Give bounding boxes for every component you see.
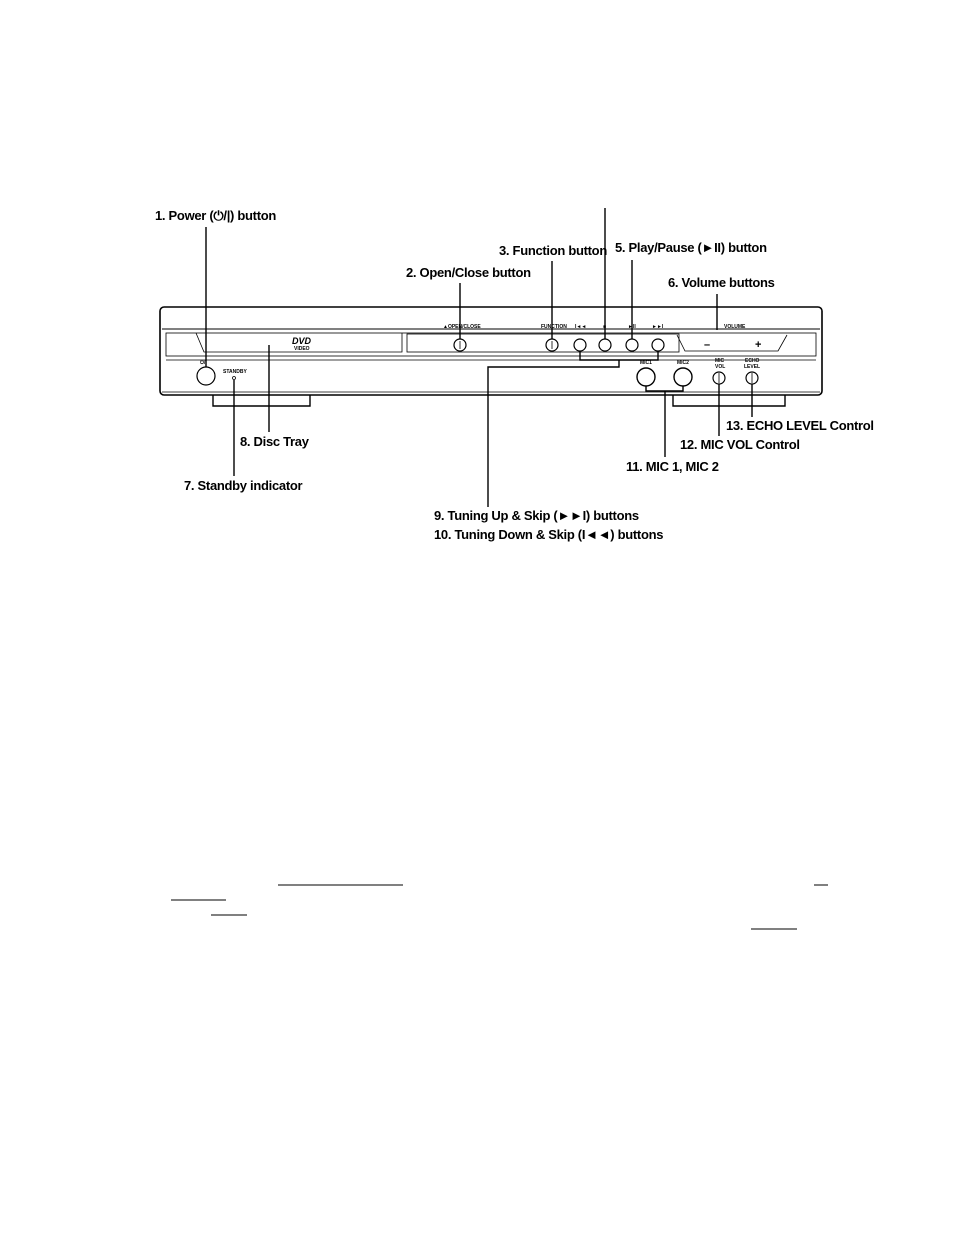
volume-section xyxy=(676,334,788,352)
echo-label-top: ECHO xyxy=(745,358,760,364)
function-label: FUNCTION xyxy=(541,324,567,330)
leader-mic xyxy=(645,386,684,392)
prev-label: I◄◄ xyxy=(575,324,586,330)
page-underlines xyxy=(171,884,828,930)
mic2-jack xyxy=(673,367,693,387)
mic2-label: MIC2 xyxy=(677,360,689,366)
callout-volume: 6. Volume buttons xyxy=(668,275,775,290)
callout-open-close: 2. Open/Close button xyxy=(406,265,531,280)
play-pause-button xyxy=(625,338,639,352)
callout-play-pause: 5. Play/Pause (►II) button xyxy=(615,240,767,255)
leader-tuning-drop xyxy=(487,360,620,507)
next-label: ►►I xyxy=(652,324,664,330)
device-outer-frame xyxy=(159,306,823,396)
callout-standby: 7. Standby indicator xyxy=(184,478,302,493)
callout-disc-tray: 8. Disc Tray xyxy=(240,434,310,449)
mic-vol-label-bottom: VOL xyxy=(715,364,725,370)
dvd-logo: DVD xyxy=(292,336,312,346)
callout-tuning-up: 9. Tuning Up & Skip (►►I) buttons xyxy=(434,508,639,523)
stop-button xyxy=(598,338,612,352)
mic1-jack xyxy=(636,367,656,387)
power-label: ⏻/I xyxy=(200,360,207,366)
right-foot xyxy=(672,395,786,407)
standby-led xyxy=(232,376,236,380)
device-body xyxy=(159,306,823,407)
panel-controls xyxy=(196,338,759,387)
standby-label: STANDBY xyxy=(223,369,247,375)
leader-lines xyxy=(205,208,753,507)
control-section xyxy=(406,333,680,353)
callout-tuning-down: 10. Tuning Down & Skip (I◄◄) buttons xyxy=(434,527,663,542)
next-button xyxy=(651,338,665,352)
left-foot xyxy=(212,395,311,407)
device-front-strip xyxy=(165,332,817,357)
callout-mic: 11. MIC 1, MIC 2 xyxy=(626,459,719,474)
echo-label-bottom: LEVEL xyxy=(744,364,760,370)
prev-button xyxy=(573,338,587,352)
disc-tray-slot xyxy=(195,332,403,353)
dvd-logo-sub: VIDEO xyxy=(294,346,310,352)
callout-power: 1. Power (⏻/|) button xyxy=(155,208,276,223)
volume-minus-sign: – xyxy=(704,339,710,351)
callout-labels: 1. Power (⏻/|) button 2. Open/Close butt… xyxy=(155,208,874,542)
volume-label: VOLUME xyxy=(724,324,746,330)
mic-vol-label-top: MIC xyxy=(715,358,725,364)
open-close-label: ▲OPEN/CLOSE xyxy=(443,324,481,330)
volume-plus-sign: + xyxy=(755,339,761,351)
callout-mic-vol: 12. MIC VOL Control xyxy=(680,437,800,452)
callout-echo-level: 13. ECHO LEVEL Control xyxy=(726,418,874,433)
callout-function: 3. Function button xyxy=(499,243,607,258)
power-button xyxy=(196,366,216,386)
panel-labels: DVD VIDEO ▲OPEN/CLOSE FUNCTION I◄◄ ■ ►II… xyxy=(200,324,761,375)
mic1-label: MIC1 xyxy=(640,360,652,366)
